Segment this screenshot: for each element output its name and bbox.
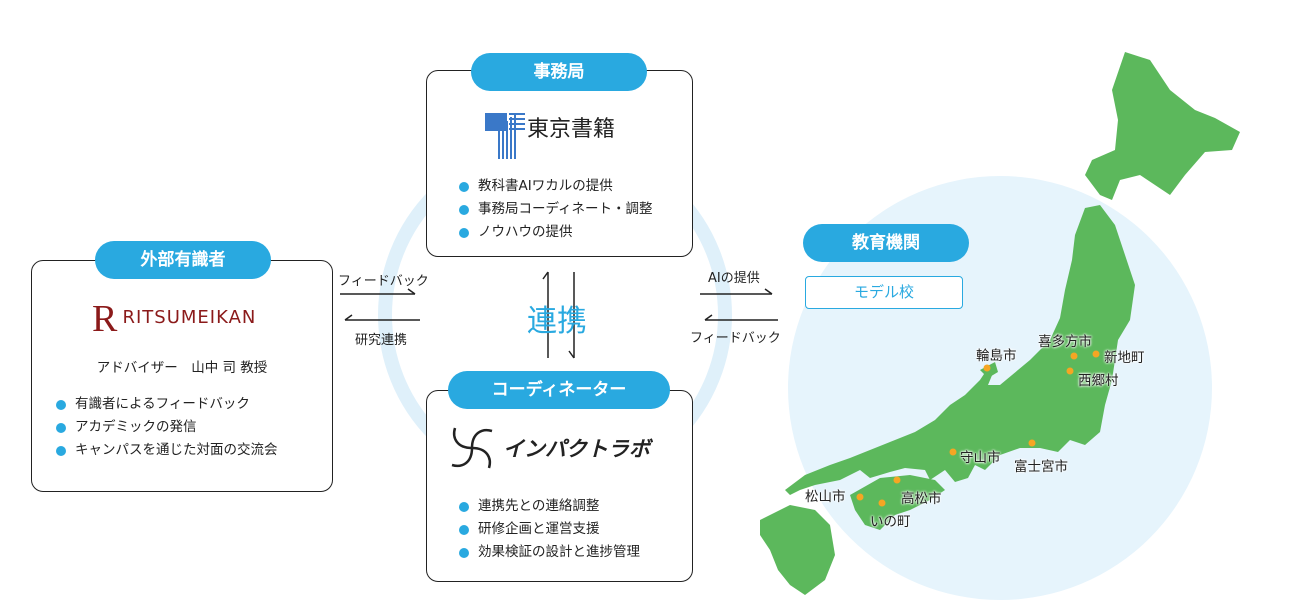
item-text: 教科書AIワカルの提供 [478,178,613,194]
list-item: 有識者によるフィードバック [56,393,278,416]
city-label: 高松市 [901,491,942,507]
bullet-icon [56,422,66,433]
ritsumeikan-logo: R RITSUMEIKAN [92,297,256,341]
logo-text: RITSUMEIKAN [122,307,257,328]
logo-mark: R [92,298,118,340]
city-label: いの町 [870,514,911,530]
list-item: キャンパスを通じた対面の交流会 [56,439,278,462]
bullet-icon [56,399,66,410]
logo-text: インパクトラボ [503,437,650,461]
item-text: キャンパスを通じた対面の交流会 [75,442,278,458]
cooperation-label: 連携 [527,304,587,339]
list-item: 連携先との連絡調整 [459,495,640,518]
city-label: 新地町 [1104,350,1145,366]
list-item: 教科書AIワカルの提供 [459,175,653,198]
japan-map [760,52,1240,595]
bullet-icon [459,524,469,535]
feedback-label-right: フィードバック [690,331,781,346]
secretariat-title: 事務局 [471,53,647,91]
bullet-icon [459,501,469,512]
city-label: 松山市 [805,489,846,505]
bullet-icon [459,227,469,238]
list-item: ノウハウの提供 [459,221,653,244]
city-label: 喜多方市 [1038,334,1092,350]
experts-title: 外部有識者 [95,241,271,279]
research-label: 研究連携 [355,333,408,348]
bullet-icon [56,445,66,456]
tokyo-shoseki-logo: 東京書籍 [485,111,635,159]
item-text: アカデミックの発信 [75,419,197,435]
flow-arrows [340,271,778,359]
feedback-label-left: フィードバック [338,274,429,289]
bullet-icon [459,204,469,215]
coordinator-items: 連携先との連絡調整 研修企画と運営支援 効果検証の設計と進捗管理 [459,495,640,564]
list-item: 研修企画と運営支援 [459,518,640,541]
tokyo-shoseki-logo-mark [485,113,525,159]
coordinator-box: インパクトラボ 連携先との連絡調整 研修企画と運営支援 効果検証の設計と進捗管理 [426,390,693,582]
item-text: 研修企画と運営支援 [478,521,600,537]
secretariat-items: 教科書AIワカルの提供 事務局コーディネート・調整 ノウハウの提供 [459,175,653,244]
secretariat-box: 東京書籍 教科書AIワカルの提供 事務局コーディネート・調整 ノウハウの提供 [426,70,693,257]
list-item: 事務局コーディネート・調整 [459,198,653,221]
logo-text: 東京書籍 [527,117,616,142]
advisor-name: アドバイザー 山中 司 教授 [96,360,268,376]
city-label: 西郷村 [1078,373,1119,389]
coordinator-title: コーディネーター [448,371,670,409]
item-text: 連携先との連絡調整 [478,498,600,514]
experts-items: 有識者によるフィードバック アカデミックの発信 キャンパスを通じた対面の交流会 [56,393,278,462]
city-label: 守山市 [960,450,1001,466]
experts-box: R RITSUMEIKAN アドバイザー 山中 司 教授 有識者によるフィードバ… [31,260,333,492]
model-school-badge: モデル校 [805,276,963,309]
ai-provision-label: AIの提供 [708,271,760,286]
education-title: 教育機関 [803,224,969,262]
item-text: 効果検証の設計と進捗管理 [478,544,640,560]
city-label: 輪島市 [976,348,1017,364]
impact-lab-logo: インパクトラボ [447,423,650,477]
item-text: ノウハウの提供 [478,224,573,240]
item-text: 事務局コーディネート・調整 [478,201,653,217]
swirl-logo-icon [451,427,493,469]
item-text: 有識者によるフィードバック [75,396,250,412]
bullet-icon [459,547,469,558]
city-label: 富士宮市 [1014,459,1068,475]
city-markers [856,350,1100,507]
list-item: 効果検証の設計と進捗管理 [459,541,640,564]
bullet-icon [459,181,469,192]
list-item: アカデミックの発信 [56,416,278,439]
